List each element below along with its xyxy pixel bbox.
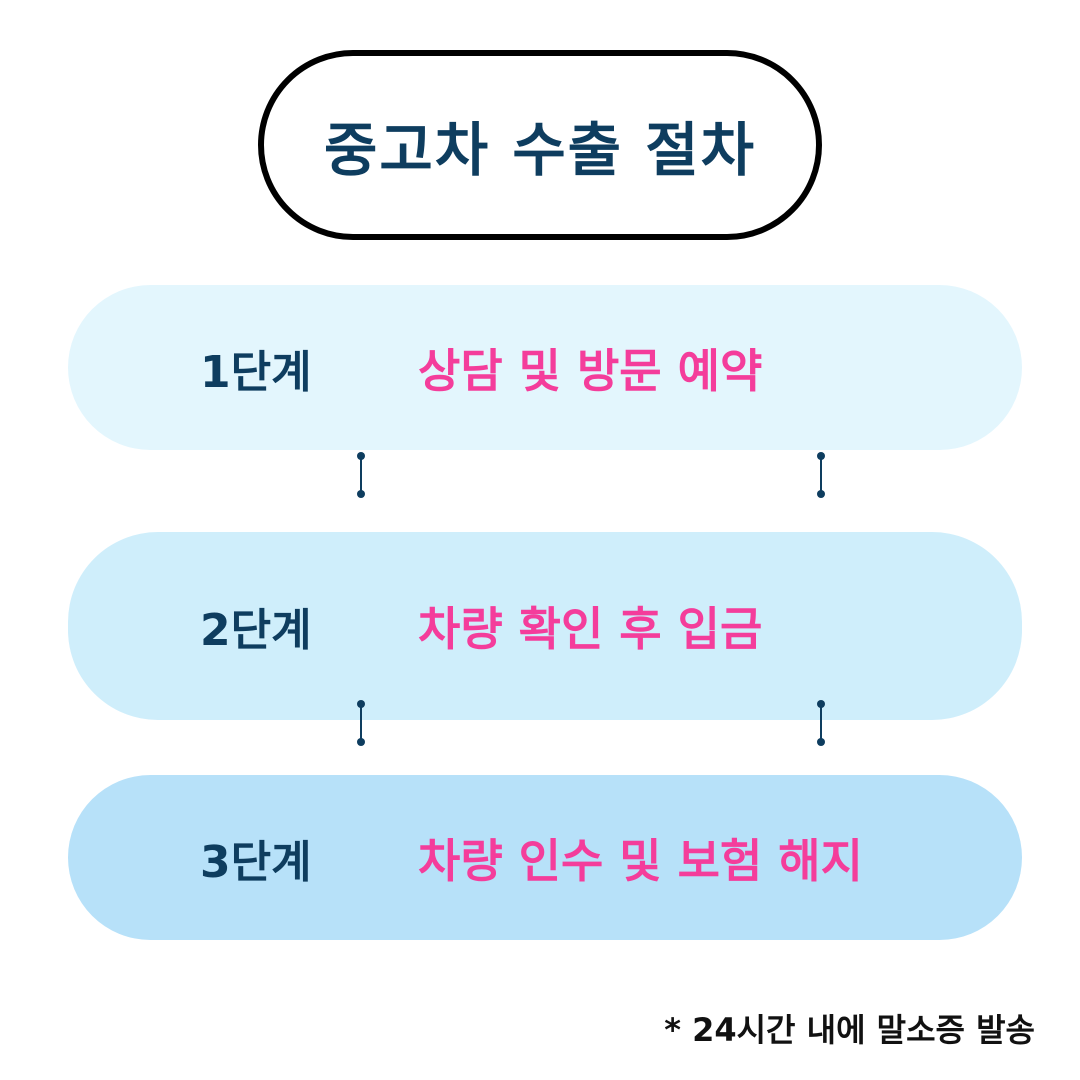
page-title: 중고차 수출 절차: [324, 116, 756, 184]
step-label: 2단계: [200, 605, 312, 656]
step-text: 차량 확인 후 입금: [418, 602, 763, 656]
connector-icon: [356, 700, 366, 746]
title-pill: 중고차 수출 절차: [258, 50, 822, 240]
connector-icon: [816, 700, 826, 746]
step-label: 1단계: [200, 346, 312, 398]
connector-icon: [356, 452, 366, 498]
step-1: 1단계 상담 및 방문 예약: [68, 285, 1022, 450]
step-3: 3단계 차량 인수 및 보험 해지: [68, 775, 1022, 940]
step-label: 3단계: [200, 836, 312, 888]
step-text: 차량 인수 및 보험 해지: [418, 833, 863, 888]
footnote: * 24시간 내에 말소증 발송: [664, 1011, 1035, 1049]
connector-icon: [816, 452, 826, 498]
step-2: 2단계 차량 확인 후 입금: [68, 532, 1022, 720]
step-text: 상담 및 방문 예약: [418, 343, 763, 398]
